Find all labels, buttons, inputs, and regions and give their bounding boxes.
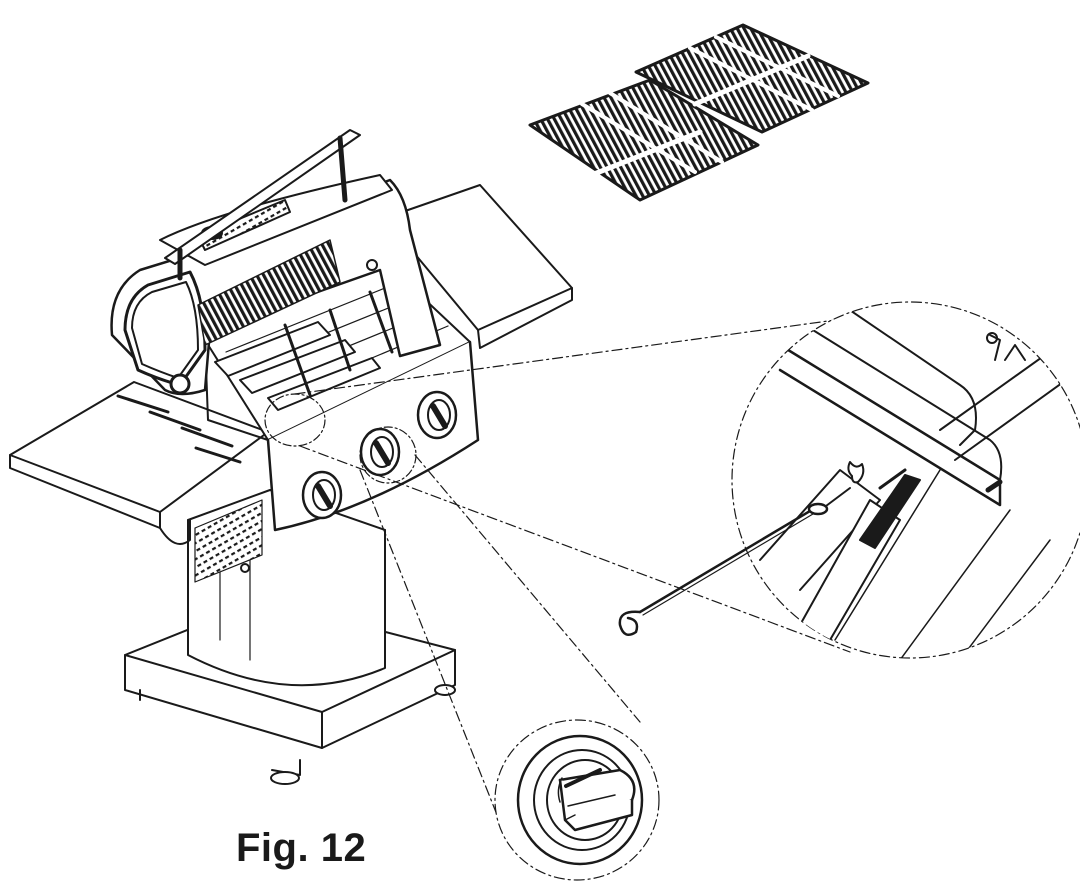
- gas-grill: [9, 129, 573, 785]
- grate-left: [528, 78, 760, 202]
- leader-lines: [294, 317, 851, 836]
- figure-caption: Fig. 12: [236, 826, 367, 870]
- grill-lid: [110, 129, 442, 396]
- knob-source-circle: [359, 426, 417, 484]
- side-shelf-right: [384, 184, 573, 349]
- knob-left: [301, 470, 343, 520]
- grate-right: [634, 23, 870, 134]
- control-knob-detail: [494, 719, 660, 881]
- cart-cabinet: [187, 489, 386, 687]
- burners: [214, 290, 394, 411]
- knob-center: [359, 427, 401, 477]
- control-knobs: [301, 390, 458, 520]
- knob-right: [416, 390, 458, 440]
- match-lighting-stick: [618, 487, 851, 637]
- cooking-grates: [528, 23, 870, 202]
- flame-icon: [847, 461, 865, 484]
- burner-ignition-detail: [731, 301, 1080, 659]
